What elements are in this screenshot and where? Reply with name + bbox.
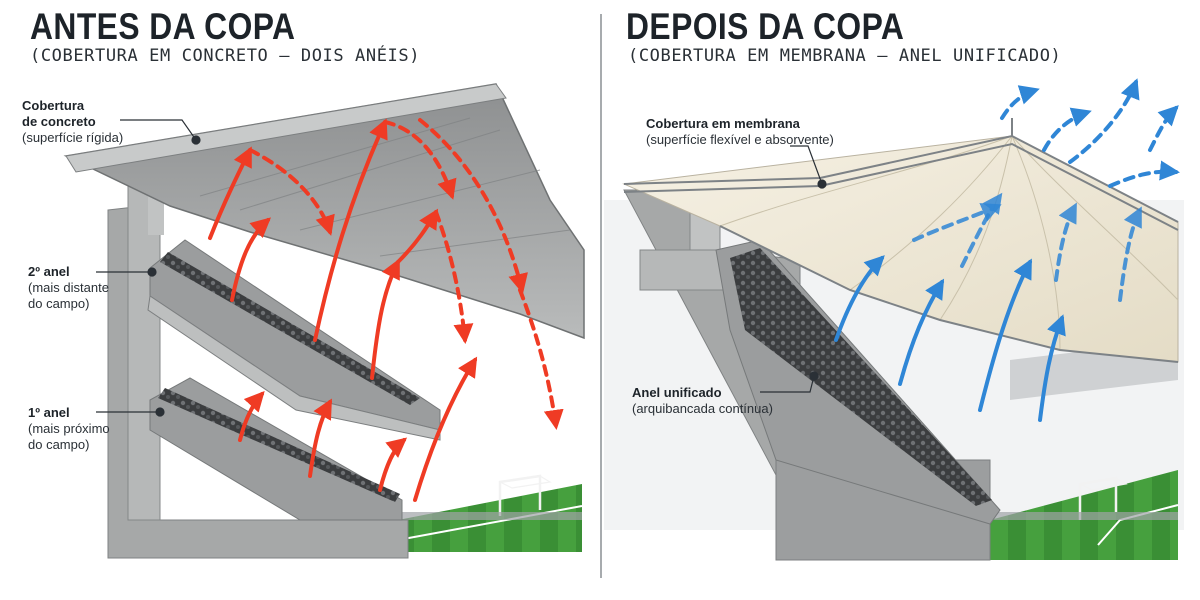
label-ring-1-title: 1º anel	[28, 405, 70, 420]
label-membrane-roof-title: Cobertura em membrana	[646, 116, 800, 131]
label-ring-1-sub-2: do campo)	[28, 437, 90, 452]
left-leaders	[96, 119, 201, 417]
roof-truss	[623, 118, 1179, 363]
label-concrete-roof-sub: (superfície rígida)	[22, 130, 124, 145]
left-goal	[498, 474, 552, 516]
right-panel-subtitle: (COBERTURA EM MEMBRANA – ANEL UNIFICADO)	[628, 46, 1062, 66]
label-concrete-roof-title-2: de concreto	[22, 114, 96, 129]
label-unified-ring-sub: (arquibancada contínua)	[632, 401, 773, 416]
label-ring-2-sub-2: do campo)	[28, 296, 90, 311]
label-ring-2-title: 2º anel	[28, 264, 70, 279]
label-concrete-roof-title: Cobertura	[22, 98, 85, 113]
label-ring-1-sub-1: (mais próximo	[28, 421, 110, 436]
label-unified-ring-title: Anel unificado	[632, 385, 722, 400]
left-stadium	[63, 83, 585, 559]
label-unified-ring: Anel unificado (arquibancada contínua)	[632, 385, 773, 417]
right-leaders	[760, 145, 827, 393]
left-panel-subtitle: (COBERTURA EM CONCRETO – DOIS ANÉIS)	[30, 46, 421, 66]
reflected-sound-arrows	[208, 118, 564, 502]
right-panel-title: DEPOIS DA COPA	[626, 6, 905, 47]
label-membrane-roof-sub: (superfície flexível e absorvente)	[646, 132, 834, 147]
right-stadium	[604, 78, 1184, 561]
label-concrete-roof: Cobertura de concreto (superfície rígida…	[22, 98, 123, 146]
label-membrane-roof: Cobertura em membrana (superfície flexív…	[646, 116, 834, 148]
left-panel-title: ANTES DA COPA	[30, 6, 296, 47]
escaping-sound-arrows	[834, 78, 1180, 422]
label-ring-2-sub-1: (mais distante	[28, 280, 109, 295]
label-ring-2: 2º anel (mais distante do campo)	[28, 264, 109, 312]
label-ring-1: 1º anel (mais próximo do campo)	[28, 405, 110, 453]
right-goal	[1078, 476, 1128, 520]
